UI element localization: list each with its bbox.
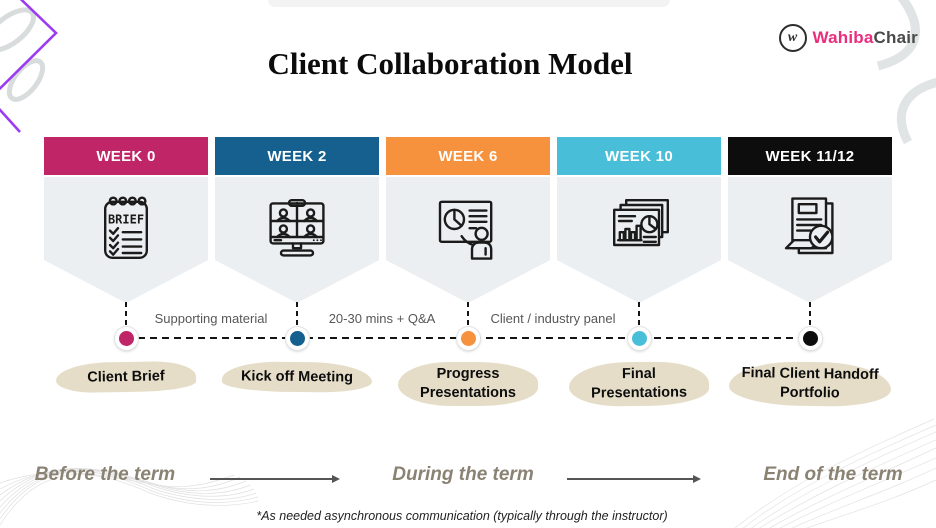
connector-dash-1 xyxy=(296,302,298,328)
week-6-pennant xyxy=(386,177,550,303)
brand-name-light: Chair xyxy=(873,28,918,47)
timeline-note-client-industry-panel: Client / industry panel xyxy=(490,311,616,326)
report-slides-icon xyxy=(613,199,669,247)
timeline-dot-week6 xyxy=(457,327,480,350)
arrow-before-to-during xyxy=(210,475,340,483)
week-0-pennant: BRIEF xyxy=(44,177,208,303)
approved-documents-icon xyxy=(784,197,834,255)
milestone-label-client-brief: Client Brief xyxy=(55,360,197,394)
milestone-label-final-handoff: Final Client Handoff Portfolio xyxy=(728,360,892,407)
presentation-board-icon xyxy=(438,200,493,260)
week-2-pennant xyxy=(215,177,379,303)
week-2-header: WEEK 2 xyxy=(215,137,379,175)
week-column-4: WEEK 11/12 xyxy=(728,137,892,303)
arrow-during-to-end xyxy=(567,475,701,483)
brand-name-bold: Wahiba xyxy=(812,28,874,47)
timeline-dot-week0 xyxy=(115,327,138,350)
timeline-dot-week11-12 xyxy=(799,327,822,350)
week-6-header: WEEK 6 xyxy=(386,137,550,175)
week-10-header: WEEK 10 xyxy=(557,137,721,175)
footnote-async-communication: *As needed asynchronous communication (t… xyxy=(256,509,668,523)
connector-dash-2 xyxy=(467,302,469,328)
week-column-0: WEEK 0 BRIEF xyxy=(44,137,208,303)
milestone-label-progress-presentations: Progress Presentations xyxy=(398,362,538,406)
top-shadow-bar xyxy=(268,0,670,7)
milestone-label-final-presentations: Final Presentations xyxy=(568,361,710,407)
timeline-note-mins-qa: 20-30 mins + Q&A xyxy=(328,311,436,326)
brand-w-icon: w xyxy=(778,24,807,52)
connector-dash-0 xyxy=(125,302,127,328)
connector-dash-4 xyxy=(809,302,811,328)
week-0-header: WEEK 0 xyxy=(44,137,208,175)
brand-name: WahibaChair xyxy=(813,28,918,48)
week-10-pennant xyxy=(557,177,721,303)
brand-logo: w WahibaChair xyxy=(778,24,918,52)
week-11-12-pennant xyxy=(728,177,892,303)
video-meeting-icon xyxy=(269,199,325,257)
timeline-dot-week10 xyxy=(628,327,651,350)
phase-before-term: Before the term xyxy=(34,464,176,485)
week-column-1: WEEK 2 xyxy=(215,137,379,303)
week-column-3: WEEK 10 xyxy=(557,137,721,303)
week-11-12-header: WEEK 11/12 xyxy=(728,137,892,175)
phase-end-term: End of the term xyxy=(763,464,903,485)
brief-icon-text: BRIEF xyxy=(108,212,144,226)
brief-notepad-icon: BRIEF xyxy=(104,196,148,259)
week-column-2: WEEK 6 xyxy=(386,137,550,303)
connector-dash-3 xyxy=(638,302,640,328)
page-title: Client Collaboration Model xyxy=(267,46,633,81)
phase-during-term: During the term xyxy=(392,464,534,485)
timeline-dot-week2 xyxy=(286,327,309,350)
timeline-note-supporting-material: Supporting material xyxy=(154,311,268,326)
milestone-label-kickoff-meeting: Kick off Meeting xyxy=(221,361,373,393)
